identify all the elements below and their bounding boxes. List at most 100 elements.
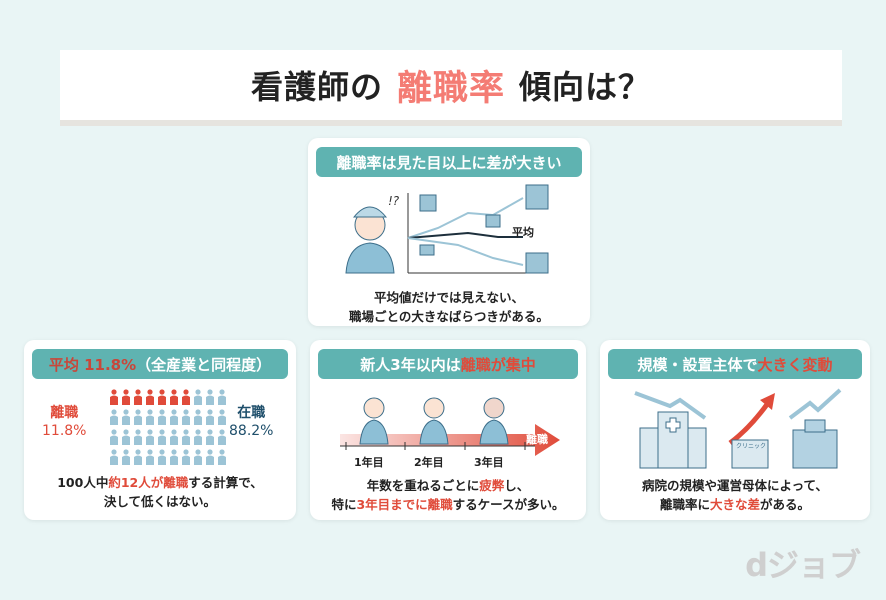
person-icon (182, 389, 190, 405)
person-icon (122, 409, 130, 425)
arrow-label: 離職 (526, 433, 548, 446)
person-icon (206, 449, 214, 465)
title-highlight: 離職率 (396, 68, 505, 109)
card-scale: 規模・設置主体で大きく変動 クリニック 病院の規模や運営母体によって、 離職率に… (600, 340, 870, 520)
watermark-logo: dジョブ (745, 546, 861, 584)
header-part: 規模・設置主体で (637, 355, 758, 374)
person-icon (218, 449, 226, 465)
person-icon (158, 449, 166, 465)
person-icon (170, 429, 178, 445)
person-icon (170, 389, 178, 405)
person-icon (110, 389, 118, 405)
title-suffix: 傾向は？ (519, 68, 652, 106)
leave-arrow (340, 424, 560, 456)
person-icon (194, 409, 202, 425)
person-icon (218, 389, 226, 405)
caption-part: 疲弊 (479, 478, 505, 493)
header-highlight: 平均 11.8% (48, 355, 137, 374)
caption-part: する計算で、 (188, 475, 263, 490)
person-icon (146, 409, 154, 425)
leave-label: 離職 11.8% (42, 404, 86, 440)
caption-line: 特に3年目までに離職するケースが多い。 (310, 495, 586, 514)
caption-part: 離職率に (659, 497, 710, 512)
hospital-medium-icon (792, 419, 838, 469)
year-label: 1年目 (354, 456, 384, 469)
person-icon (134, 409, 142, 425)
person-icon (218, 409, 226, 425)
caption-part: し、 (504, 478, 530, 493)
caption-part: 大きな差 (709, 497, 760, 512)
variance-illustration: !? (345, 184, 549, 274)
caption-line: 職場ごとの大きなばらつきがある。 (349, 309, 549, 324)
caption: 100人中約12人が離職する計算で、 決して低くはない。 (24, 473, 296, 511)
nurse-icons (359, 397, 509, 445)
clinic-sign: クリニック (736, 443, 766, 450)
caption-line: 離職率に大きな差がある。 (600, 495, 870, 514)
leave-value: 11.8% (42, 423, 87, 439)
average-label: 平均 (512, 226, 534, 239)
card-variance: 離職率は見た目以上に差が大きい !? 平均 平均値だけでは見えない、 職場ごとの… (308, 138, 590, 326)
person-icon (206, 429, 214, 445)
timeline-illustration (340, 397, 560, 456)
card-newcomer: 新人3年以内は離職が集中 離職 1年目 2年目 3年目 年数を重ねるごとに疲弊し… (310, 340, 586, 520)
page-title: 看護師の離職率傾向は？ (60, 50, 842, 120)
card-header: 規模・設置主体で大きく変動 (608, 349, 862, 379)
caption-part: 特に (331, 497, 357, 512)
nurse-icon: !? (345, 194, 400, 274)
person-icon (170, 409, 178, 425)
header-rest: （全産業と同程度） (136, 355, 272, 374)
person-icon (146, 449, 154, 465)
person-icon (122, 449, 130, 465)
average-line (407, 231, 523, 239)
caption-part: 3年目までに (356, 497, 428, 512)
card-header: 離職率は見た目以上に差が大きい (316, 147, 582, 177)
caption-part: 約12人が (108, 475, 164, 490)
caption-part: 100人中 (57, 475, 109, 490)
caption: 年数を重ねるごとに疲弊し、 特に3年目までに離職するケースが多い。 (310, 476, 586, 514)
person-icon (182, 409, 190, 425)
person-icon (146, 389, 154, 405)
up-arrow-red-icon (728, 401, 771, 445)
buildings-illustration: クリニック (634, 388, 842, 469)
person-icon (158, 429, 166, 445)
person-icon (182, 449, 190, 465)
clinic-icon (731, 439, 769, 469)
caption-part: するケースが多い。 (452, 497, 565, 512)
lower-line (407, 237, 524, 266)
person-icon (158, 389, 166, 405)
title-prefix: 看護師の (250, 68, 383, 106)
svg-text:!?: !? (388, 194, 400, 208)
person-icon (206, 389, 214, 405)
person-icon (170, 449, 178, 465)
person-icon (134, 429, 142, 445)
person-icon (122, 429, 130, 445)
person-icon (194, 429, 202, 445)
hospital-large-icon (639, 411, 707, 469)
leave-text: 離職 (50, 405, 79, 421)
person-icon (110, 429, 118, 445)
hospital-icons (419, 184, 549, 274)
person-icon (146, 429, 154, 445)
upper-line (407, 197, 524, 239)
caption-part: 離職 (427, 497, 453, 512)
year-label: 3年目 (474, 456, 504, 469)
down-arrow-icon (634, 391, 707, 420)
person-icon (110, 449, 118, 465)
person-icon (182, 429, 190, 445)
person-icon (194, 389, 202, 405)
person-icon (110, 409, 118, 425)
person-icon (194, 449, 202, 465)
stay-value: 88.2% (229, 423, 274, 439)
header-part: 離職が集中 (460, 355, 536, 374)
caption-line: 100人中約12人が離職する計算で、 (24, 473, 296, 492)
caption-part: 年数を重ねるごとに (366, 478, 480, 493)
header-part: 新人3年以内は (360, 355, 461, 374)
caption: 平均値だけでは見えない、 職場ごとの大きなばらつきがある。 (308, 288, 590, 326)
person-icon (206, 409, 214, 425)
person-icon (158, 409, 166, 425)
caption-part: 離職 (163, 475, 189, 490)
year-label: 2年目 (414, 456, 444, 469)
pictogram (110, 389, 226, 465)
